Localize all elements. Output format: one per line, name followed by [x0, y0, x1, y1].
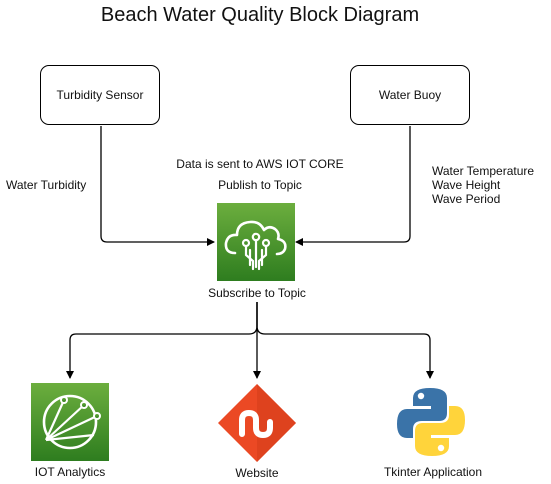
turbidity-sensor-label: Turbidity Sensor	[56, 88, 144, 102]
buoy-metric-3: Wave Period	[432, 192, 501, 206]
python-icon	[397, 388, 465, 456]
edge-core-to-analytics	[66, 302, 258, 379]
water-buoy-label: Water Buoy	[378, 88, 442, 102]
stumbleupon-icon	[218, 384, 296, 462]
edge-buoy-to-core	[295, 126, 411, 246]
edge-core-to-tkinter	[256, 302, 434, 379]
diagram-title: Beach Water Quality Block Diagram	[100, 4, 420, 26]
buoy-metric-2: Wave Height	[432, 178, 501, 192]
edge-turbidity-to-core	[100, 126, 215, 246]
buoy-metric-1: Water Temperature	[432, 164, 535, 178]
website-label: Website	[235, 466, 279, 480]
water-turbidity-label: Water Turbidity	[6, 178, 87, 192]
water-buoy-node: Water Buoy	[350, 65, 470, 125]
aws-note-line-1: Data is sent to AWS IOT CORE	[176, 157, 344, 171]
iot-core-icon	[217, 203, 295, 281]
turbidity-sensor-node: Turbidity Sensor	[40, 65, 160, 125]
tkinter-label: Tkinter Application	[383, 465, 483, 479]
iot-analytics-icon	[31, 383, 109, 461]
iot-analytics-label: IOT Analytics	[34, 465, 106, 479]
aws-iot-core-label: Subscribe to Topic	[208, 286, 306, 300]
aws-note-line-2: Publish to Topic	[218, 178, 302, 192]
